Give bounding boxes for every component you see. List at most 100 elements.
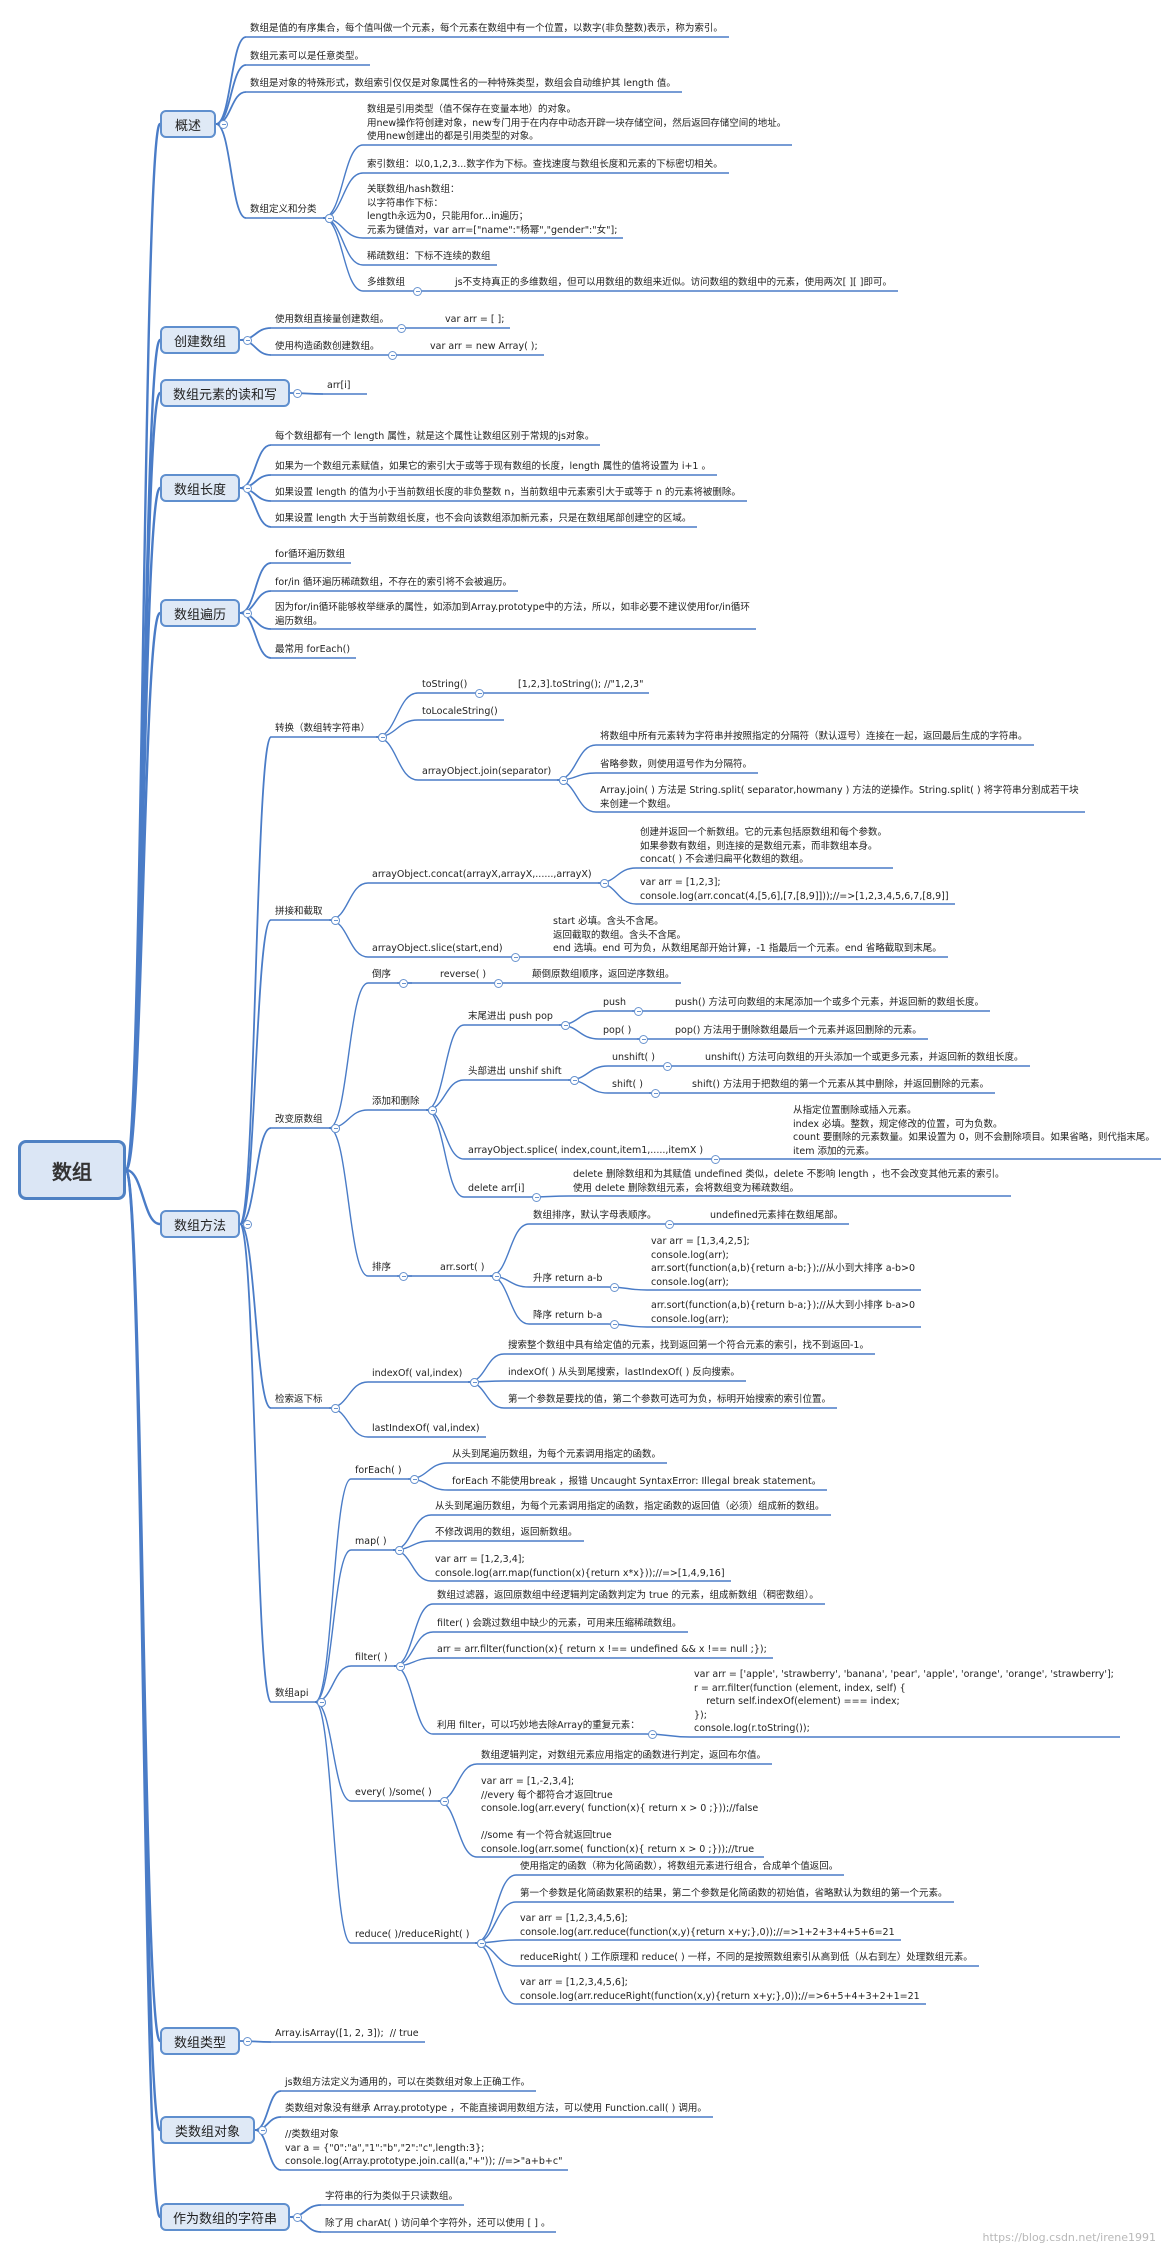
node-al2[interactable]: 类数组对象没有继承 Array.prototype ，不能直接调用数组方法，可以… bbox=[285, 2103, 707, 2114]
collapse-toggle-icon[interactable] bbox=[470, 1377, 479, 1387]
collapse-toggle-icon[interactable] bbox=[570, 1075, 579, 1085]
node-m5a[interactable]: forEach( ) bbox=[355, 1465, 402, 1476]
node-len3[interactable]: 如果设置 length 的值为小于当前数组长度的非负整数 n，当前数组中元素索引… bbox=[275, 487, 741, 498]
node-m1c1[interactable]: 将数组中所有元素转为字符串并按照指定的分隔符（默认逗号）连接在一起，返回最后生成… bbox=[600, 731, 1028, 742]
node-m3b3a[interactable]: 从指定位置删除或插入元素。 index 必填。整数，规定修改的位置，可为负数。 … bbox=[793, 1105, 1155, 1157]
collapse-toggle-icon[interactable] bbox=[532, 1192, 541, 1202]
node-ov4b[interactable]: 索引数组：以0,1,2,3...数字作为下标。查找速度与数组长度和元素的下标密切… bbox=[367, 159, 723, 170]
collapse-toggle-icon[interactable] bbox=[243, 1219, 252, 1229]
node-m3c[interactable]: 排序 bbox=[372, 1262, 392, 1273]
node-m5e4[interactable]: reduceRight( ) 工作原理和 reduce( ) 一样，不同的是按照… bbox=[520, 1952, 973, 1963]
node-m3b4a[interactable]: delete 删除数组和为其赋值 undefined 类似，delete 不影响… bbox=[573, 1169, 1005, 1194]
collapse-toggle-icon[interactable] bbox=[317, 1697, 326, 1707]
node-m1a1[interactable]: [1,2,3].toString(); //"1,2,3" bbox=[518, 679, 644, 690]
collapse-toggle-icon[interactable] bbox=[610, 1319, 619, 1329]
node-m3c1a[interactable]: 数组排序，默认字母表顺序。 bbox=[533, 1210, 657, 1221]
node-cr1[interactable]: 使用数组直接量创建数组。 bbox=[275, 314, 390, 325]
collapse-toggle-icon[interactable] bbox=[711, 1154, 720, 1164]
node-ov3[interactable]: 数组是对象的特殊形式，数组索引仅仅是对象属性名的一种特殊类型，数组会自动维护其 … bbox=[250, 78, 676, 89]
section-methods[interactable]: 数组方法 bbox=[160, 1210, 240, 1238]
node-m5c3[interactable]: arr = arr.filter(function(x){ return x !… bbox=[437, 1644, 767, 1655]
node-m1c2[interactable]: 省略参数，则使用逗号作为分隔符。 bbox=[600, 759, 753, 770]
node-m3b1b1[interactable]: pop() 方法用于删除数组最后一个元素并返回删除的元素。 bbox=[675, 1025, 922, 1036]
node-m3a1[interactable]: reverse( ) bbox=[440, 969, 487, 980]
section-readwrite[interactable]: 数组元素的读和写 bbox=[160, 379, 290, 407]
node-al3[interactable]: //类数组对象 var a = {"0":"a","1":"b","2":"c"… bbox=[285, 2129, 563, 2167]
collapse-toggle-icon[interactable] bbox=[397, 323, 406, 333]
node-m5a2[interactable]: forEach 不能使用break ，报错 Uncaught SyntaxErr… bbox=[452, 1476, 822, 1487]
collapse-toggle-icon[interactable] bbox=[293, 388, 302, 398]
node-it2[interactable]: for/in 循环遍历稀疏数组，不存在的索引将不会被遍历。 bbox=[275, 577, 512, 588]
collapse-toggle-icon[interactable] bbox=[634, 1006, 643, 1016]
node-ov4[interactable]: 数组定义和分类 bbox=[250, 204, 317, 215]
node-m3a[interactable]: 倒序 bbox=[372, 969, 392, 980]
collapse-toggle-icon[interactable] bbox=[410, 1474, 419, 1484]
node-m3[interactable]: 改变原数组 bbox=[275, 1114, 323, 1125]
node-m3c1c1[interactable]: arr.sort(function(a,b){return b-a;});//从… bbox=[651, 1300, 916, 1325]
node-m5b1[interactable]: 从头到尾遍历数组，为每个元素调用指定的函数，指定函数的返回值（必须）组成新的数组… bbox=[435, 1501, 825, 1512]
node-m5c4a[interactable]: var arr = ['apple', 'strawberry', 'banan… bbox=[694, 1669, 1114, 1734]
node-len4[interactable]: 如果设置 length 大于当前数组长度，也不会向该数组添加新元素，只是在数组尾… bbox=[275, 513, 692, 524]
node-ov1[interactable]: 数组是值的有序集合，每个值叫做一个元素，每个元素在数组中有一个位置，以数字(非负… bbox=[250, 23, 723, 34]
node-m3a2[interactable]: 颠倒原数组顺序，返回逆序数组。 bbox=[532, 969, 675, 980]
collapse-toggle-icon[interactable] bbox=[243, 608, 252, 618]
node-it1[interactable]: for循环遍历数组 bbox=[275, 549, 346, 560]
collapse-toggle-icon[interactable] bbox=[243, 335, 252, 345]
collapse-toggle-icon[interactable] bbox=[492, 1271, 501, 1281]
node-m5d[interactable]: every( )/some( ) bbox=[355, 1787, 432, 1798]
node-ov4e[interactable]: 多维数组 bbox=[367, 277, 406, 288]
node-m2b[interactable]: arrayObject.slice(start,end) bbox=[372, 943, 503, 954]
node-m4b[interactable]: lastIndexOf( val,index) bbox=[372, 1423, 480, 1434]
collapse-toggle-icon[interactable] bbox=[663, 1061, 672, 1071]
node-m4[interactable]: 检索返下标 bbox=[275, 1394, 323, 1405]
node-m5c4[interactable]: 利用 filter，可以巧妙地去除Array的重复元素： bbox=[437, 1720, 640, 1731]
node-m3b2a[interactable]: unshift( ) bbox=[612, 1052, 655, 1063]
collapse-toggle-icon[interactable] bbox=[243, 2036, 252, 2046]
collapse-toggle-icon[interactable] bbox=[648, 1729, 657, 1739]
node-al1[interactable]: js数组方法定义为通用的，可以在类数组对象上正确工作。 bbox=[285, 2077, 531, 2088]
collapse-toggle-icon[interactable] bbox=[494, 978, 503, 988]
node-m1c3[interactable]: Array.join( ) 方法是 String.split( separato… bbox=[600, 785, 1079, 810]
node-m2b1[interactable]: start 必填。含头不含尾。 返回截取的数组。含头不含尾。 end 选填。en… bbox=[553, 916, 942, 954]
collapse-toggle-icon[interactable] bbox=[475, 688, 484, 698]
node-ov2[interactable]: 数组元素可以是任意类型。 bbox=[250, 51, 365, 62]
node-it4[interactable]: 最常用 forEach() bbox=[275, 644, 351, 655]
collapse-toggle-icon[interactable] bbox=[258, 2125, 267, 2135]
collapse-toggle-icon[interactable] bbox=[561, 1020, 570, 1030]
collapse-toggle-icon[interactable] bbox=[440, 1796, 449, 1806]
node-m5d1[interactable]: 数组逻辑判定，对数组元素应用指定的函数进行判定，返回布尔值。 bbox=[481, 1750, 767, 1761]
collapse-toggle-icon[interactable] bbox=[395, 1545, 404, 1555]
node-m2a1[interactable]: 创建并返回一个新数组。它的元素包括原数组和每个参数。 如果参数有数组，则连接的是… bbox=[640, 827, 888, 865]
section-create[interactable]: 创建数组 bbox=[160, 326, 240, 354]
collapse-toggle-icon[interactable] bbox=[665, 1219, 674, 1229]
node-m5[interactable]: 数组api bbox=[275, 1688, 309, 1699]
node-m5b3[interactable]: var arr = [1,2,3,4]; console.log(arr.map… bbox=[435, 1554, 725, 1579]
collapse-toggle-icon[interactable] bbox=[600, 878, 609, 888]
node-m3b2b[interactable]: shift( ) bbox=[612, 1079, 643, 1090]
node-ty1[interactable]: Array.isArray([1, 2, 3]); // true bbox=[275, 2028, 419, 2039]
node-m1c[interactable]: arrayObject.join(separator) bbox=[422, 766, 552, 777]
node-m3c1[interactable]: arr.sort( ) bbox=[440, 1262, 485, 1273]
node-m4a3[interactable]: 第一个参数是要找的值，第二个参数可选可为负，标明开始搜索的索引位置。 bbox=[508, 1394, 832, 1405]
node-m5e2[interactable]: 第一个参数是化简函数累积的结果，第二个参数是化简函数的初始值，省略默认为数组的第… bbox=[520, 1888, 948, 1899]
collapse-toggle-icon[interactable] bbox=[559, 775, 568, 785]
collapse-toggle-icon[interactable] bbox=[399, 978, 408, 988]
collapse-toggle-icon[interactable] bbox=[243, 483, 252, 493]
collapse-toggle-icon[interactable] bbox=[428, 1105, 437, 1115]
node-m4a[interactable]: indexOf( val,index) bbox=[372, 1368, 463, 1379]
node-it3[interactable]: 因为for/in循环能够枚举继承的属性，如添加到Array.prototype中… bbox=[275, 602, 750, 627]
node-len1[interactable]: 每个数组都有一个 length 属性，就是这个属性让数组区别于常规的js对象。 bbox=[275, 431, 595, 442]
collapse-toggle-icon[interactable] bbox=[511, 952, 520, 962]
node-m5d2[interactable]: var arr = [1,-2,3,4]; //every 每个都符合才返回tr… bbox=[481, 1776, 759, 1855]
node-m5c1[interactable]: 数组过滤器，返回原数组中经逻辑判定函数判定为 true 的元素，组成新数组（稠密… bbox=[437, 1590, 819, 1601]
node-m5e5[interactable]: var arr = [1,2,3,4,5,6]; console.log(arr… bbox=[520, 1977, 920, 2002]
collapse-toggle-icon[interactable] bbox=[477, 1938, 486, 1948]
section-string[interactable]: 作为数组的字符串 bbox=[160, 2203, 290, 2231]
node-m1b[interactable]: toLocaleString() bbox=[422, 706, 498, 717]
node-m3b3[interactable]: arrayObject.splice( index,count,item1,..… bbox=[468, 1145, 704, 1156]
collapse-toggle-icon[interactable] bbox=[331, 1403, 340, 1413]
node-m5c2[interactable]: filter( ) 会跳过数组中缺少的元素，可用来压缩稀疏数组。 bbox=[437, 1618, 682, 1629]
collapse-toggle-icon[interactable] bbox=[399, 1271, 408, 1281]
node-m4a1[interactable]: 搜索整个数组中具有给定值的元素，找到返回第一个符合元素的索引，找不到返回-1。 bbox=[508, 1340, 869, 1351]
collapse-toggle-icon[interactable] bbox=[325, 213, 334, 223]
